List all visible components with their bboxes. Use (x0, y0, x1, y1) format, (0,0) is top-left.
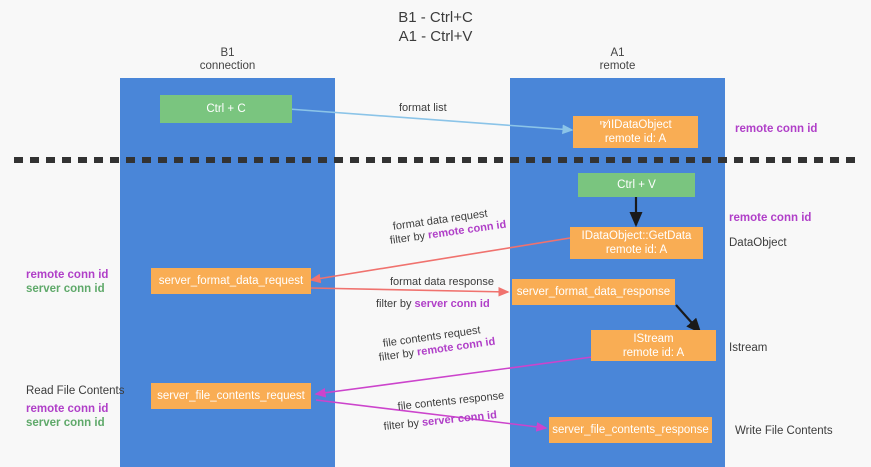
annotation-remote-conn-id-mid-label: remote conn id (729, 212, 812, 224)
annotation-istream-label: Istream (729, 342, 768, 354)
annotation-left-middle: remote conn id server conn id (26, 268, 108, 296)
node-ctrl-c-label: Ctrl + C (206, 103, 246, 115)
annotation-remote-conn-id-top: remote conn id (735, 122, 817, 136)
annotation-write-file-contents-label: Write File Contents (735, 425, 833, 437)
annotation-write-file-contents: Write File Contents (735, 424, 833, 438)
annotation-read-file-contents: Read File Contents (26, 385, 125, 397)
annotation-left-bottom-remote-conn-id: remote conn id (26, 403, 109, 415)
annotation-istream: Istream (729, 341, 767, 355)
node-ctrl-v[interactable]: Ctrl + V (578, 173, 695, 197)
node-ctrl-c[interactable]: Ctrl + C (160, 95, 292, 123)
node-istream-title: IStream (633, 332, 674, 345)
filter-key-server-conn-id-1: server conn id (414, 298, 490, 310)
annotation-left-bottom-server-conn-id: server conn id (26, 417, 105, 429)
node-istream[interactable]: IStream remote id: A (591, 330, 716, 361)
filter-key-server-conn-id-2: server conn id (421, 409, 498, 429)
node-istream-remote-id: remote id: A (622, 346, 685, 359)
edge-label-format-data-response: format data response (390, 276, 494, 288)
section-divider (14, 157, 859, 163)
node-server-file-contents-request-label: server_file_contents_request (157, 390, 305, 402)
node-idataobject[interactable]: ו⁄זיIDataObject remote id: A (573, 116, 698, 148)
annotation-dataobject: DataObject (729, 236, 787, 250)
node-server-file-contents-request[interactable]: server_file_contents_request (151, 383, 311, 409)
column-header-a1-title: A1 (610, 47, 625, 59)
filter-prefix-1: filter by (389, 229, 429, 247)
node-server-file-contents-response-label: server_file_contents_response (552, 424, 709, 436)
node-ctrl-v-label: Ctrl + V (617, 179, 656, 191)
column-header-b1-title: B1 (220, 47, 235, 59)
node-idataobject-getdata[interactable]: IDataObject::GetData remote id: A (570, 227, 703, 259)
annotation-dataobject-label: DataObject (729, 237, 787, 249)
filter-prefix-3: filter by (378, 346, 418, 364)
node-server-format-data-response-label: server_format_data_response (516, 286, 671, 298)
node-getdata-remote-id: remote id: A (605, 244, 668, 256)
column-header-a1-subtitle: remote (599, 60, 636, 72)
node-idataobject-title: ו⁄זיIDataObject (599, 119, 672, 131)
annotation-left-mid-remote-conn-id: remote conn id (26, 269, 109, 281)
filter-prefix-2: filter by (376, 298, 415, 310)
node-server-format-data-request-label: server_format_data_request (158, 275, 304, 287)
column-header-a1: A1 remote (510, 47, 725, 73)
filter-prefix-4: filter by (383, 416, 423, 433)
annotation-remote-conn-id-mid: remote conn id (729, 211, 811, 225)
node-idataobject-remote-id: remote id: A (604, 133, 667, 145)
title-line-2: A1 - Ctrl+V (398, 28, 473, 45)
column-header-b1-subtitle: connection (199, 60, 256, 72)
node-server-format-data-request[interactable]: server_format_data_request (151, 268, 311, 294)
annotation-remote-conn-id-top-label: remote conn id (735, 123, 818, 135)
annotation-left-bottom: Read File Contents (26, 384, 124, 398)
edge-label-format-data-response-filter: filter by server conn id (376, 297, 490, 311)
column-header-b1: B1 connection (120, 47, 335, 73)
diagram-title: B1 - Ctrl+C A1 - Ctrl+V (0, 8, 871, 46)
annotation-left-mid-server-conn-id: server conn id (26, 283, 105, 295)
node-getdata-title: IDataObject::GetData (581, 230, 692, 242)
annotation-left-bottom-ids: remote conn id server conn id (26, 402, 108, 430)
edge-label-format-list: format list (399, 102, 447, 114)
node-server-file-contents-response[interactable]: server_file_contents_response (549, 417, 712, 443)
node-server-format-data-response[interactable]: server_format_data_response (512, 279, 675, 305)
title-line-1: B1 - Ctrl+C (398, 9, 473, 26)
